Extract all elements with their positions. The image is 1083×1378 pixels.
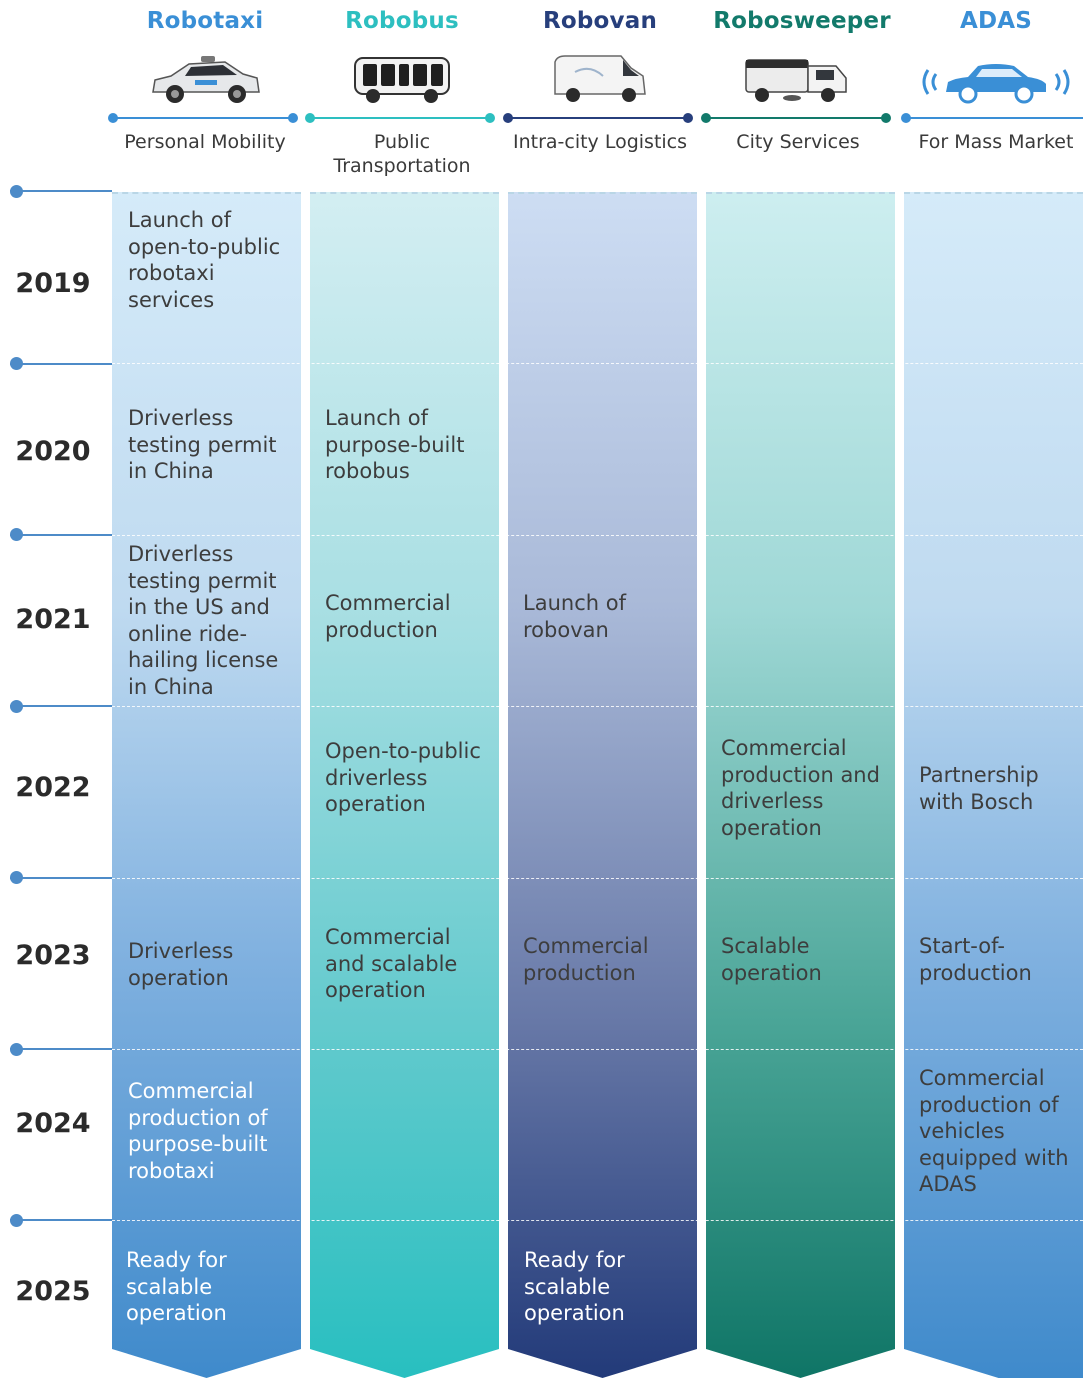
robosweeper-column-band bbox=[706, 192, 895, 1378]
robobus-column-band bbox=[310, 192, 499, 1378]
robobus-title: Robobus bbox=[345, 8, 459, 34]
adas-connected-car-icon bbox=[897, 50, 1083, 110]
year-rule bbox=[10, 1048, 112, 1050]
robobus-icon bbox=[303, 50, 501, 110]
row-divider bbox=[112, 363, 1083, 364]
milestone-robotaxi-2025: Ready for scalable operation bbox=[126, 1248, 227, 1325]
robobus-header-line bbox=[305, 113, 495, 123]
year-2023: 2023 bbox=[15, 940, 91, 971]
year-2021: 2021 bbox=[15, 604, 91, 635]
adas-top-dash bbox=[904, 192, 1083, 194]
robotaxi-title: Robotaxi bbox=[146, 8, 264, 34]
robotaxi-category: Personal Mobility bbox=[124, 131, 286, 153]
robovan-column-band bbox=[508, 192, 697, 1378]
milestone-robobus-2020: Launch of purpose-built robobus bbox=[325, 406, 465, 483]
robotaxi-column-band bbox=[112, 192, 301, 1378]
milestone-robosweeper-2022: Commercial production and driverless ope… bbox=[721, 736, 880, 840]
robotaxi-header-line bbox=[108, 113, 298, 123]
year-rule bbox=[10, 1219, 112, 1221]
robosweeper-category: City Services bbox=[736, 131, 860, 153]
robotaxi-top-dash bbox=[112, 192, 301, 194]
milestone-robobus-2021: Commercial production bbox=[325, 591, 451, 642]
row-divider bbox=[112, 706, 1083, 707]
adas-title: ADAS bbox=[959, 8, 1033, 34]
year-2025: 2025 bbox=[15, 1276, 91, 1307]
milestone-robobus-2022: Open-to-public driverless operation bbox=[325, 739, 481, 816]
adas-header-line bbox=[901, 113, 1083, 123]
milestone-robotaxi-2024: Commercial production of purpose-built r… bbox=[128, 1079, 268, 1183]
milestone-adas-2023: Start-of-production bbox=[919, 934, 1032, 985]
robotaxi-car-icon bbox=[106, 50, 304, 110]
adas-category: For Mass Market bbox=[918, 131, 1074, 153]
year-2019: 2019 bbox=[15, 268, 91, 299]
row-divider bbox=[112, 878, 1083, 879]
milestone-robovan-2023: Commercial production bbox=[523, 934, 649, 985]
adas-column-band bbox=[904, 192, 1083, 1378]
year-rule bbox=[10, 363, 112, 365]
milestone-robosweeper-2023: Scalable operation bbox=[721, 934, 822, 985]
robosweeper-top-dash bbox=[706, 192, 895, 194]
year-2022: 2022 bbox=[15, 772, 91, 803]
robovan-icon bbox=[501, 50, 699, 110]
robobus-category: Public Transportation bbox=[333, 131, 471, 177]
robosweeper-title: Robosweeper bbox=[713, 8, 891, 34]
robovan-header-line bbox=[503, 113, 693, 123]
milestone-robotaxi-2020: Driverless testing permit in China bbox=[128, 406, 277, 483]
milestone-robotaxi-2021: Driverless testing permit in the US and … bbox=[128, 542, 279, 699]
row-divider bbox=[112, 1049, 1083, 1050]
milestone-robobus-2023: Commercial and scalable operation bbox=[325, 925, 458, 1002]
milestone-robotaxi-2023: Driverless operation bbox=[128, 939, 234, 990]
year-rule bbox=[10, 877, 112, 879]
year-2024: 2024 bbox=[15, 1108, 91, 1139]
milestone-robotaxi-2019: Launch of open-to-public robotaxi servic… bbox=[128, 208, 281, 312]
robovan-title: Robovan bbox=[542, 8, 658, 34]
year-rule bbox=[10, 534, 112, 536]
year-rule bbox=[10, 705, 112, 707]
milestone-robovan-2025: Ready for scalable operation bbox=[524, 1248, 625, 1325]
milestone-adas-2024: Commercial production of vehicles equipp… bbox=[919, 1066, 1069, 1196]
year-rule bbox=[10, 190, 112, 192]
year-2020: 2020 bbox=[15, 436, 91, 467]
robosweeper-icon bbox=[699, 50, 897, 110]
row-divider bbox=[112, 1220, 1083, 1221]
robobus-top-dash bbox=[310, 192, 499, 194]
row-divider bbox=[112, 535, 1083, 536]
robosweeper-header-line bbox=[701, 113, 891, 123]
milestone-robovan-2021: Launch of robovan bbox=[523, 591, 626, 642]
robovan-top-dash bbox=[508, 192, 697, 194]
robovan-category: Intra-city Logistics bbox=[512, 131, 688, 153]
milestone-adas-2022: Partnership with Bosch bbox=[919, 763, 1039, 814]
